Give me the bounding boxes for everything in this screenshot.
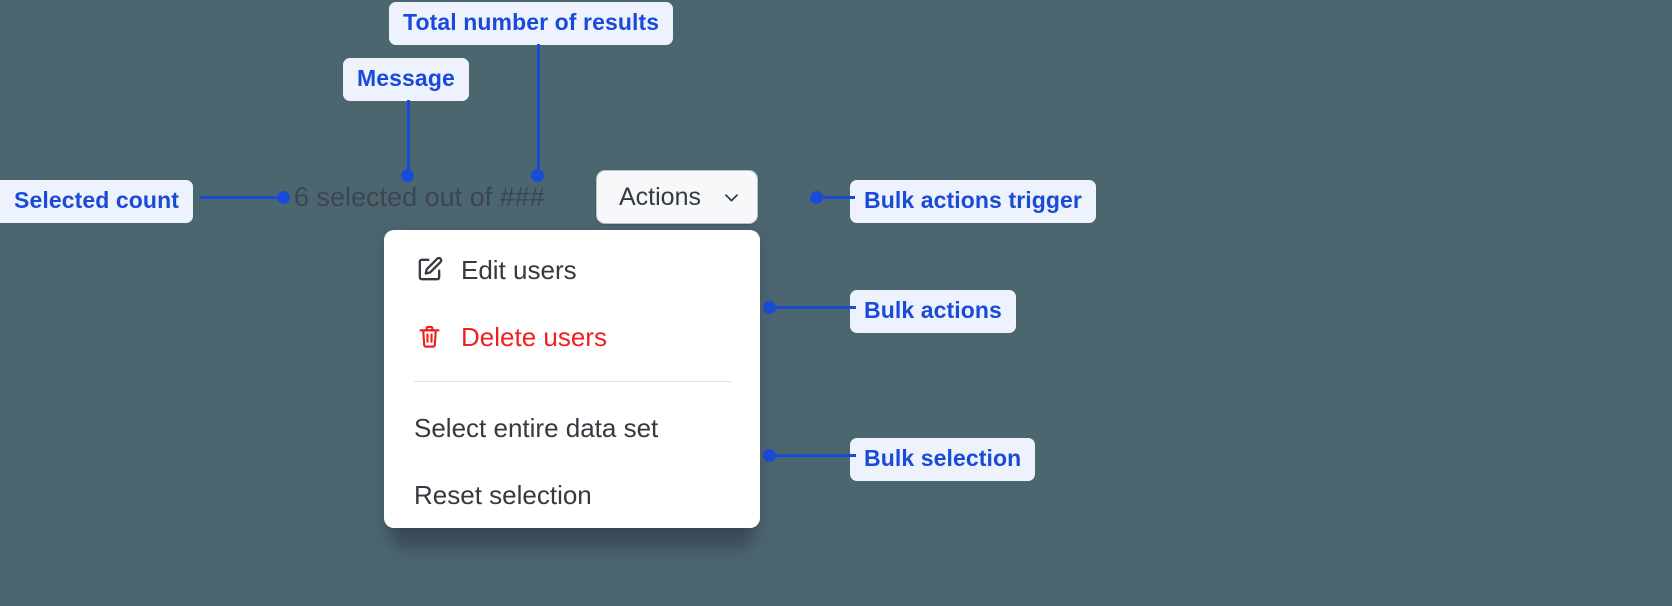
menu-item-reset-selection[interactable]: Reset selection: [384, 461, 760, 528]
bulk-actions-trigger-button[interactable]: Actions: [596, 170, 758, 224]
connector-bulk-actions-trigger: [815, 196, 855, 199]
connector-selected-count: [200, 196, 286, 199]
bulk-actions-dropdown-menu: Edit users Delete users Select entire da…: [384, 230, 760, 528]
menu-item-delete-users[interactable]: Delete users: [384, 303, 760, 370]
selection-message: 6 selected out of ###: [294, 182, 545, 212]
annotation-chip-bulk-actions: Bulk actions: [850, 290, 1016, 333]
menu-item-select-entire-data-set-label: Select entire data set: [414, 412, 659, 443]
annotation-chip-total-results: Total number of results: [389, 2, 674, 45]
connector-bulk-actions: [768, 306, 856, 309]
connector-total-results: [537, 44, 540, 175]
edit-square-icon: [414, 255, 444, 285]
connector-dot-bulk-selection: [763, 449, 776, 462]
menu-item-edit-users-label: Edit users: [461, 254, 577, 285]
connector-dot-bulk-actions-trigger: [810, 191, 823, 204]
menu-divider: [414, 381, 732, 382]
menu-item-select-entire-data-set[interactable]: Select entire data set: [384, 394, 760, 461]
connector-dot-message: [401, 169, 414, 182]
connector-dot-selected-count: [277, 191, 290, 204]
menu-item-edit-users[interactable]: Edit users: [384, 236, 760, 303]
annotation-chip-message: Message: [343, 58, 469, 101]
chevron-down-icon: [722, 188, 741, 207]
connector-message: [407, 100, 410, 175]
connector-dot-total-results: [531, 169, 544, 182]
annotation-chip-selected-count: Selected count: [0, 180, 193, 223]
connector-dot-bulk-actions: [763, 301, 776, 314]
annotation-chip-bulk-actions-trigger: Bulk actions trigger: [850, 180, 1096, 223]
bulk-actions-trigger-label: Actions: [619, 182, 701, 211]
menu-item-delete-users-label: Delete users: [461, 321, 607, 352]
menu-item-reset-selection-label: Reset selection: [414, 479, 592, 510]
connector-bulk-selection: [768, 454, 856, 457]
annotation-chip-bulk-selection: Bulk selection: [850, 438, 1036, 481]
trash-icon: [414, 322, 444, 352]
